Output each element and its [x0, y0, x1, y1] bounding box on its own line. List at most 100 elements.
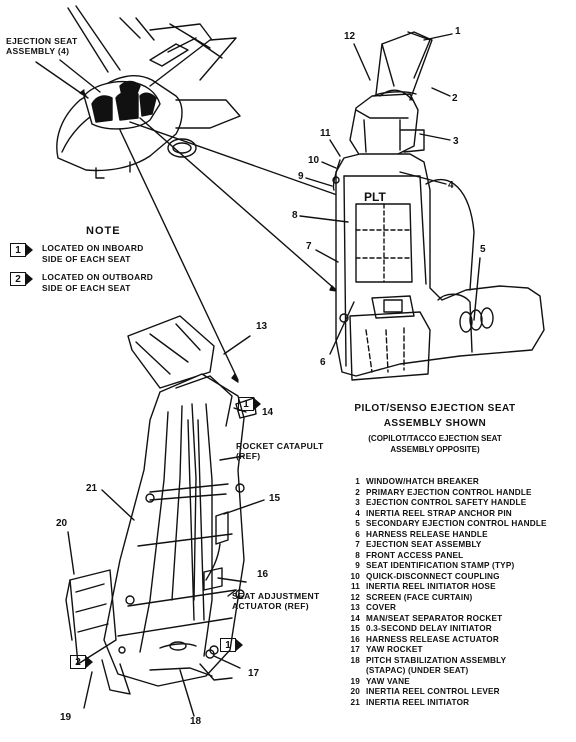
legend-row: (STAPAC) (UNDER SEAT) — [346, 666, 572, 677]
legend-number: 9 — [355, 561, 360, 570]
legend-text: PITCH STABILIZATION ASSEMBLY — [366, 655, 507, 665]
legend-text: QUICK-DISCONNECT COUPLING — [366, 571, 500, 581]
note-title: NOTE — [86, 225, 121, 237]
callout-19: 19 — [60, 712, 72, 723]
aircraft-drawing — [56, 5, 241, 179]
seat-stamp: PLT — [364, 190, 386, 204]
legend-number: 6 — [355, 529, 360, 539]
legend-row: 4 INERTIA REEL STRAP ANCHOR PIN — [346, 509, 572, 520]
legend-number: 3 — [355, 498, 360, 507]
callout-16: 16 — [257, 569, 269, 580]
callout-12: 12 — [344, 31, 356, 42]
legend-number: 21 — [350, 697, 360, 707]
legend-number: 5 — [355, 519, 360, 528]
legend-number: 17 — [350, 645, 360, 654]
legend-number: 2 — [355, 487, 360, 497]
flag-icon: 2 — [10, 272, 34, 288]
caption-line-4: ASSEMBLY OPPOSITE) — [390, 445, 480, 454]
legend-text: INERTIA REEL CONTROL LEVER — [366, 687, 500, 696]
legend-text: COVER — [366, 603, 397, 612]
legend-number: 20 — [350, 687, 360, 696]
legend-number: 4 — [355, 508, 360, 518]
legend-row: 19 YAW VANE — [346, 677, 572, 688]
legend-row: 2 PRIMARY EJECTION CONTROL HANDLE — [346, 488, 572, 499]
legend-number — [346, 666, 360, 677]
upper-seat-drawing — [332, 31, 545, 381]
seat-adjustment-label: SEAT ADJUSTMENT ACTUATOR (REF) — [232, 591, 320, 611]
caption-line-3: (COPILOT/TACCO EJECTION SEAT — [368, 434, 502, 443]
flag-19-icon: 2 — [70, 655, 94, 671]
legend-text: SCREEN (FACE CURTAIN) — [366, 592, 473, 602]
legend-number: 19 — [350, 676, 360, 686]
legend-row: 16 HARNESS RELEASE ACTUATOR — [346, 635, 572, 646]
note-text: LOCATED ON OUTBOARD SIDE OF EACH SEAT — [42, 272, 154, 293]
callout-18: 18 — [190, 716, 202, 727]
callout-17: 17 — [248, 668, 260, 679]
legend-row: 18 PITCH STABILIZATION ASSEMBLY — [346, 656, 572, 667]
callout-4: 4 — [448, 180, 454, 191]
legend-text: (STAPAC) (UNDER SEAT) — [366, 666, 469, 675]
legend-text: YAW ROCKET — [366, 645, 423, 654]
legend-row: 13 COVER — [346, 603, 572, 614]
legend-row: 1 WINDOW/HATCH BREAKER — [346, 477, 572, 488]
legend-text: EJECTION SEAT ASSEMBLY — [366, 540, 482, 549]
callout-21: 21 — [86, 483, 98, 494]
callout-1: 1 — [455, 26, 461, 37]
legend-text: SECONDARY EJECTION CONTROL HANDLE — [366, 519, 547, 528]
legend-text: PRIMARY EJECTION CONTROL HANDLE — [366, 487, 532, 497]
legend-number: 10 — [350, 571, 360, 581]
callout-10: 10 — [308, 155, 320, 166]
legend-row: 7 EJECTION SEAT ASSEMBLY — [346, 540, 572, 551]
callout-9: 9 — [298, 171, 304, 182]
callout-7: 7 — [306, 241, 312, 252]
legend-number: 14 — [350, 613, 360, 623]
callout-8: 8 — [292, 210, 298, 221]
callout-14: 14 — [262, 407, 274, 418]
flag-icon: 1 — [10, 243, 34, 259]
legend-row: 10 QUICK-DISCONNECT COUPLING — [346, 572, 572, 583]
callout-15: 15 — [269, 493, 281, 504]
rocket-catapult-label: ROCKET CATAPULT (REF) — [236, 441, 324, 461]
legend-row: 12 SCREEN (FACE CURTAIN) — [346, 593, 572, 604]
header-leader-arrow-1 — [35, 61, 89, 99]
note-item-1: 1 LOCATED ON INBOARD SIDE OF EACH SEAT — [10, 243, 144, 265]
legend-number: 12 — [350, 592, 360, 602]
legend-row: 3 EJECTION CONTROL SAFETY HANDLE — [346, 498, 572, 509]
caption-line-2: ASSEMBLY SHOWN — [383, 418, 487, 429]
callout-3: 3 — [453, 136, 459, 147]
legend-number: 18 — [350, 655, 360, 665]
callout-11: 11 — [320, 128, 331, 139]
legend-number: 7 — [355, 540, 360, 549]
legend-row: 5 SECONDARY EJECTION CONTROL HANDLE — [346, 519, 572, 530]
legend-row: 17 YAW ROCKET — [346, 645, 572, 656]
legend-number: 11 — [350, 582, 360, 591]
legend-text: MAN/SEAT SEPARATOR ROCKET — [366, 613, 503, 623]
legend-number: 13 — [350, 603, 360, 612]
legend-number: 1 — [355, 477, 360, 486]
legend-number: 8 — [355, 550, 360, 560]
flag-14-icon: 1 — [238, 397, 262, 413]
callout-13: 13 — [256, 321, 268, 332]
legend-text: YAW VANE — [366, 676, 410, 686]
legend-number: 16 — [350, 634, 360, 644]
note-item-2: 2 LOCATED ON OUTBOARD SIDE OF EACH SEAT — [10, 272, 153, 294]
legend-text: INERTIA REEL INITIATOR HOSE — [366, 582, 496, 591]
legend-text: HARNESS RELEASE ACTUATOR — [366, 634, 499, 644]
legend-text: EJECTION CONTROL SAFETY HANDLE — [366, 498, 527, 507]
legend-row: 9 SEAT IDENTIFICATION STAMP (TYP) — [346, 561, 572, 572]
legend-text: INERTIA REEL STRAP ANCHOR PIN — [366, 508, 512, 518]
lower-seat-drawing — [65, 315, 257, 695]
header-label: EJECTION SEAT ASSEMBLY (4) — [6, 36, 78, 56]
legend-row: 11 INERTIA REEL INITIATOR HOSE — [346, 582, 572, 593]
callout-6: 6 — [320, 357, 326, 368]
legend-row: 14 MAN/SEAT SEPARATOR ROCKET — [346, 614, 572, 625]
legend-text: SEAT IDENTIFICATION STAMP (TYP) — [366, 561, 515, 570]
legend-text: WINDOW/HATCH BREAKER — [366, 477, 480, 486]
legend-text: HARNESS RELEASE HANDLE — [366, 529, 488, 539]
legend-row: 6 HARNESS RELEASE HANDLE — [346, 530, 572, 541]
note-text: LOCATED ON INBOARD SIDE OF EACH SEAT — [42, 243, 144, 264]
